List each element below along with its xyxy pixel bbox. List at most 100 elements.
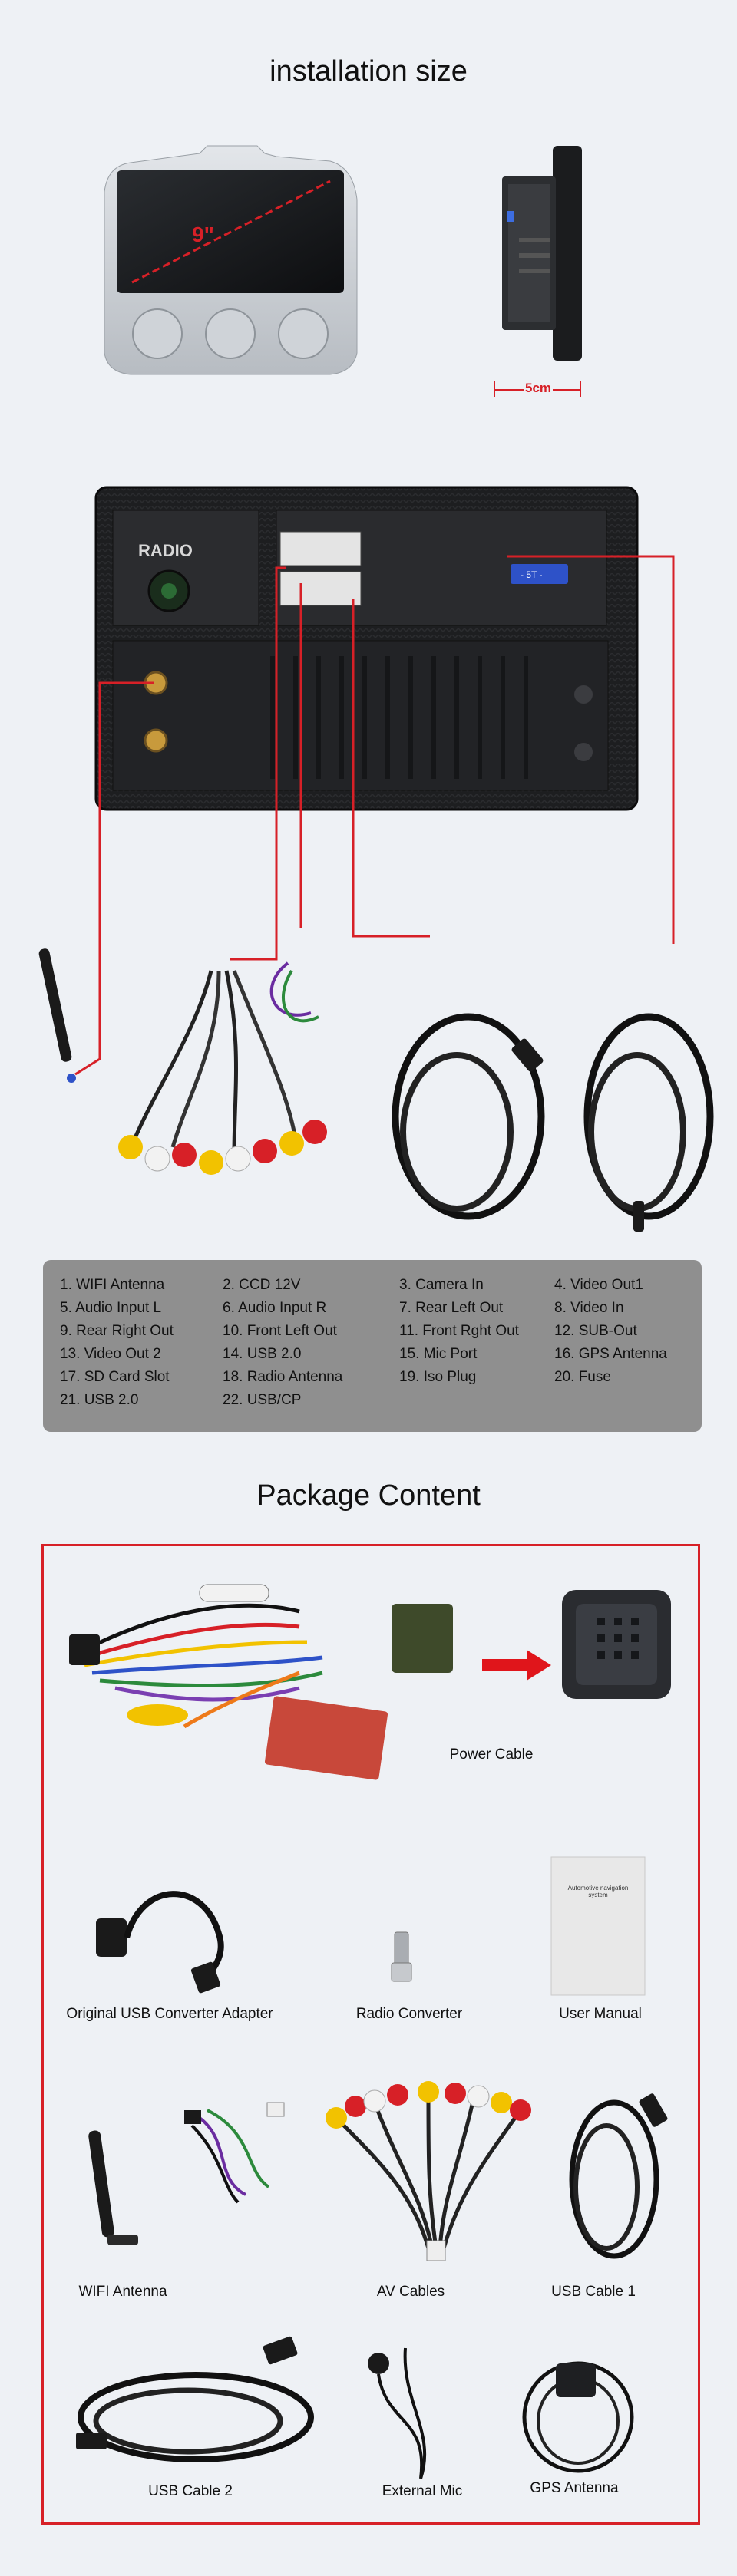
caption-gps-antenna: GPS Antenna	[530, 2480, 619, 2496]
connector-label: Rear Left Out	[415, 1300, 504, 1316]
caption-radio-converter: Radio Converter	[355, 2006, 463, 2022]
head-unit-front-image	[104, 145, 358, 375]
connector-number: 3.	[399, 1277, 411, 1293]
av-cables-image	[326, 2081, 531, 2261]
connector-label: Iso Plug	[423, 1369, 477, 1385]
connector-label: SD Card Slot	[84, 1369, 170, 1385]
connector-number: 13.	[60, 1346, 81, 1362]
usb-converter-adapter-image	[96, 1891, 224, 1994]
connector-number: 21.	[60, 1392, 81, 1408]
connector-label: CCD 12V	[239, 1277, 301, 1293]
connector-number: 14.	[223, 1346, 243, 1362]
connector-item: 14. USB 2.0	[223, 1346, 301, 1363]
connector-label: Video In	[570, 1300, 624, 1316]
connector-item: 18. Radio Antenna	[223, 1369, 342, 1386]
connector-label: Front Left Out	[246, 1323, 337, 1339]
connector-number: 17.	[60, 1369, 81, 1385]
caption-user-manual: User Manual	[559, 2006, 642, 2022]
connector-number: 8.	[554, 1300, 567, 1316]
connector-item: 8. Video In	[554, 1300, 624, 1317]
connector-spec-list: 1. WIFI Antenna 2. CCD 12V 3. Camera In 4. …	[60, 1277, 705, 1423]
connector-number: 15.	[399, 1346, 420, 1362]
connector-number: 1.	[60, 1277, 72, 1293]
svg-text:- 5T -: - 5T -	[521, 569, 542, 580]
cables-image	[38, 948, 714, 1232]
connector-item: 9. Rear Right Out	[60, 1323, 174, 1340]
connector-item: 5. Audio Input L	[60, 1300, 161, 1317]
connector-item: 10. Front Left Out	[223, 1323, 337, 1340]
connector-label: SUB-Out	[578, 1323, 637, 1339]
caption-usb-cable-2: USB Cable 2	[148, 2483, 233, 2499]
package-content-title: Package Content	[256, 1479, 481, 1512]
head-unit-side-image	[502, 146, 582, 361]
connector-item: 19. Iso Plug	[399, 1369, 476, 1386]
connector-number: 12.	[554, 1323, 575, 1339]
connector-number: 19.	[399, 1369, 420, 1385]
manual-cover-text: Automotive navigation system	[567, 1885, 629, 1898]
screen-size-label: 9"	[192, 223, 214, 246]
connector-label: GPS Antenna	[578, 1346, 667, 1362]
iso-plug-image	[562, 1590, 671, 1699]
usb-cable-1-image	[569, 2093, 668, 2259]
connector-label: USB 2.0	[84, 1392, 139, 1408]
connector-number: 2.	[223, 1277, 235, 1293]
connector-label: Audio Input R	[238, 1300, 327, 1316]
caption-wifi-antenna: WIFI Antenna	[78, 2284, 167, 2300]
connector-item: 15. Mic Port	[399, 1346, 477, 1363]
connector-item: 16. GPS Antenna	[554, 1346, 667, 1363]
connector-number: 18.	[223, 1369, 243, 1385]
radio-converter-image	[391, 1931, 412, 1982]
gps-antenna-image	[522, 2361, 634, 2473]
small-harness-image	[184, 2102, 285, 2204]
connector-item: 7. Rear Left Out	[399, 1300, 503, 1317]
connector-item: 22. USB/CP	[223, 1392, 301, 1409]
depth-label: 5cm	[524, 381, 554, 396]
connector-label: USB 2.0	[246, 1346, 302, 1362]
connector-label: Video Out 2	[84, 1346, 161, 1362]
wifi-antenna-image	[88, 2130, 138, 2245]
caption-av-cables: AV Cables	[376, 2284, 445, 2300]
power-cable-image	[69, 1584, 453, 1780]
connection-lines	[74, 555, 675, 1076]
caption-power-cable: Power Cable	[449, 1746, 534, 1763]
connector-item: 20. Fuse	[554, 1369, 611, 1386]
connector-item: 21. USB 2.0	[60, 1392, 138, 1409]
caption-external-mic: External Mic	[382, 2483, 463, 2499]
connector-item: 4. Video Out1	[554, 1277, 643, 1294]
connector-label: Front Rght Out	[422, 1323, 519, 1339]
usb-cable-2-image	[76, 2336, 314, 2462]
radio-label: RADIO	[138, 541, 193, 560]
connector-item: 11. Front Rght Out	[399, 1323, 519, 1340]
connector-number: 10.	[223, 1323, 243, 1339]
connector-label: WIFI Antenna	[76, 1277, 165, 1293]
caption-usb-cable-1: USB Cable 1	[551, 2284, 636, 2300]
connector-number: 16.	[554, 1346, 575, 1362]
connector-number: 5.	[60, 1300, 72, 1316]
connector-item: 1. WIFI Antenna	[60, 1277, 164, 1294]
connector-number: 9.	[60, 1323, 72, 1339]
user-manual-image	[550, 1856, 646, 1996]
package-content-frame	[41, 1544, 700, 2525]
connector-label: Rear Right Out	[76, 1323, 174, 1339]
connector-label: Video Out1	[570, 1277, 643, 1293]
connector-item: 3. Camera In	[399, 1277, 484, 1294]
connector-item: 17. SD Card Slot	[60, 1369, 170, 1386]
connector-label: Mic Port	[423, 1346, 478, 1362]
back-panel-image: RADIO - 5T -	[94, 486, 639, 811]
connector-number: 4.	[554, 1277, 567, 1293]
connector-item: 12. SUB-Out	[554, 1323, 637, 1340]
connector-number: 11.	[399, 1323, 419, 1339]
connector-number: 6.	[223, 1300, 235, 1316]
external-mic-image	[368, 2347, 427, 2479]
connector-label: Fuse	[578, 1369, 611, 1385]
connector-label: Camera In	[415, 1277, 484, 1293]
connector-item: 2. CCD 12V	[223, 1277, 300, 1294]
connector-label: Radio Antenna	[246, 1369, 343, 1385]
installation-size-title: installation size	[269, 55, 468, 87]
connector-item: 13. Video Out 2	[60, 1346, 161, 1363]
arrow-icon	[482, 1650, 551, 1681]
connector-number: 7.	[399, 1300, 411, 1316]
connector-item: 6. Audio Input R	[223, 1300, 326, 1317]
caption-usb-converter-adapter: Original USB Converter Adapter	[66, 2006, 273, 2022]
connector-number: 20.	[554, 1369, 575, 1385]
